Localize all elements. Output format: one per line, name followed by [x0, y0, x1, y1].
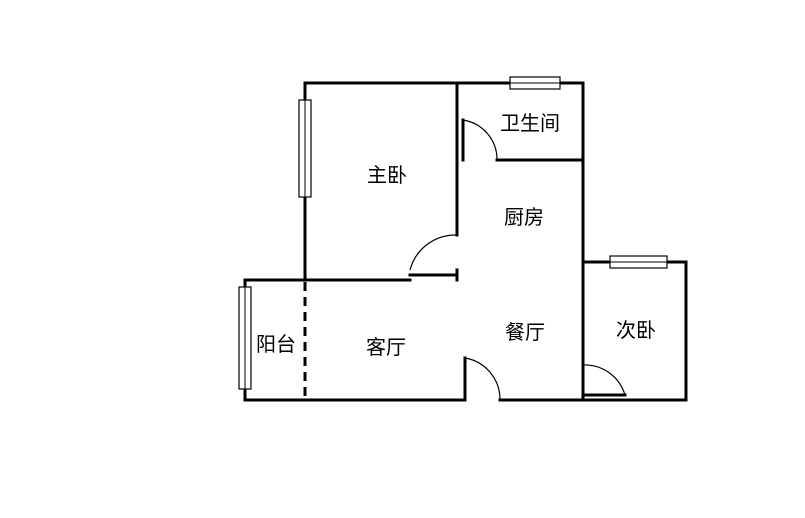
room-labels: 主卧 卫生间 厨房 阳台 客厅 餐厅 次卧 [256, 111, 656, 359]
label-kitchen: 厨房 [504, 205, 544, 229]
label-dining-room: 餐厅 [505, 320, 545, 344]
window-balcony [238, 286, 252, 390]
label-second-bedroom: 次卧 [616, 318, 656, 342]
bathroom-door-swing [462, 119, 498, 161]
entry-door-swing [464, 357, 501, 401]
label-master-bedroom: 主卧 [367, 163, 407, 187]
second-bedroom-door-swing [582, 364, 626, 396]
window-second-bedroom [609, 255, 668, 269]
window-bathroom [509, 76, 561, 90]
master-door-swing [409, 234, 458, 271]
label-bathroom: 卫生间 [500, 111, 560, 135]
windows [238, 76, 668, 390]
label-living-room: 客厅 [366, 335, 406, 359]
label-balcony: 阳台 [256, 332, 296, 356]
window-master [298, 99, 312, 198]
doors [409, 119, 626, 401]
